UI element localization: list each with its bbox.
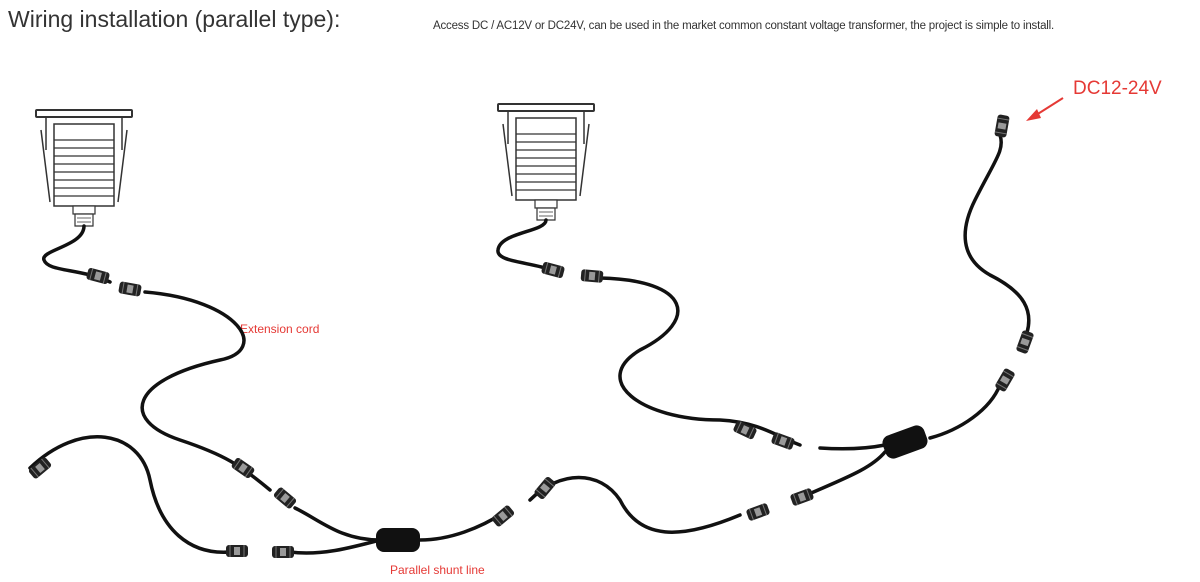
extension-cord-left [140, 290, 272, 492]
cables [28, 133, 1031, 555]
light-fixture-left [35, 109, 133, 227]
mid-cable-to-right-splitter [798, 450, 887, 500]
power-cable [928, 383, 1002, 440]
parallel-splitter-left [376, 528, 420, 552]
parallel-shunt-label: Parallel shunt line [390, 563, 485, 577]
splitter-left-output [418, 510, 507, 542]
power-cable-upper [963, 133, 1031, 347]
diagram-description: Access DC / AC12V or DC24V, can be used … [433, 20, 1054, 32]
power-arrow-icon [1026, 97, 1064, 121]
parallel-splitter-right [880, 423, 930, 461]
diagram-title: Wiring installation (parallel type): [8, 6, 341, 32]
extension-cord-middle [598, 276, 802, 447]
light-fixture-middle [497, 103, 595, 221]
extension-cord-label: Extension cord [240, 322, 320, 336]
far-left-branch [28, 435, 232, 554]
splitter-left-leg-a [293, 506, 382, 542]
mid-cable-up [528, 475, 742, 534]
splitter-left-leg-b [288, 538, 382, 555]
right-splitter-leg-a [818, 443, 887, 451]
fixture-middle-lead [496, 218, 554, 272]
power-input-label: DC12-24V [1073, 78, 1162, 99]
fixture-left-lead [42, 224, 112, 284]
